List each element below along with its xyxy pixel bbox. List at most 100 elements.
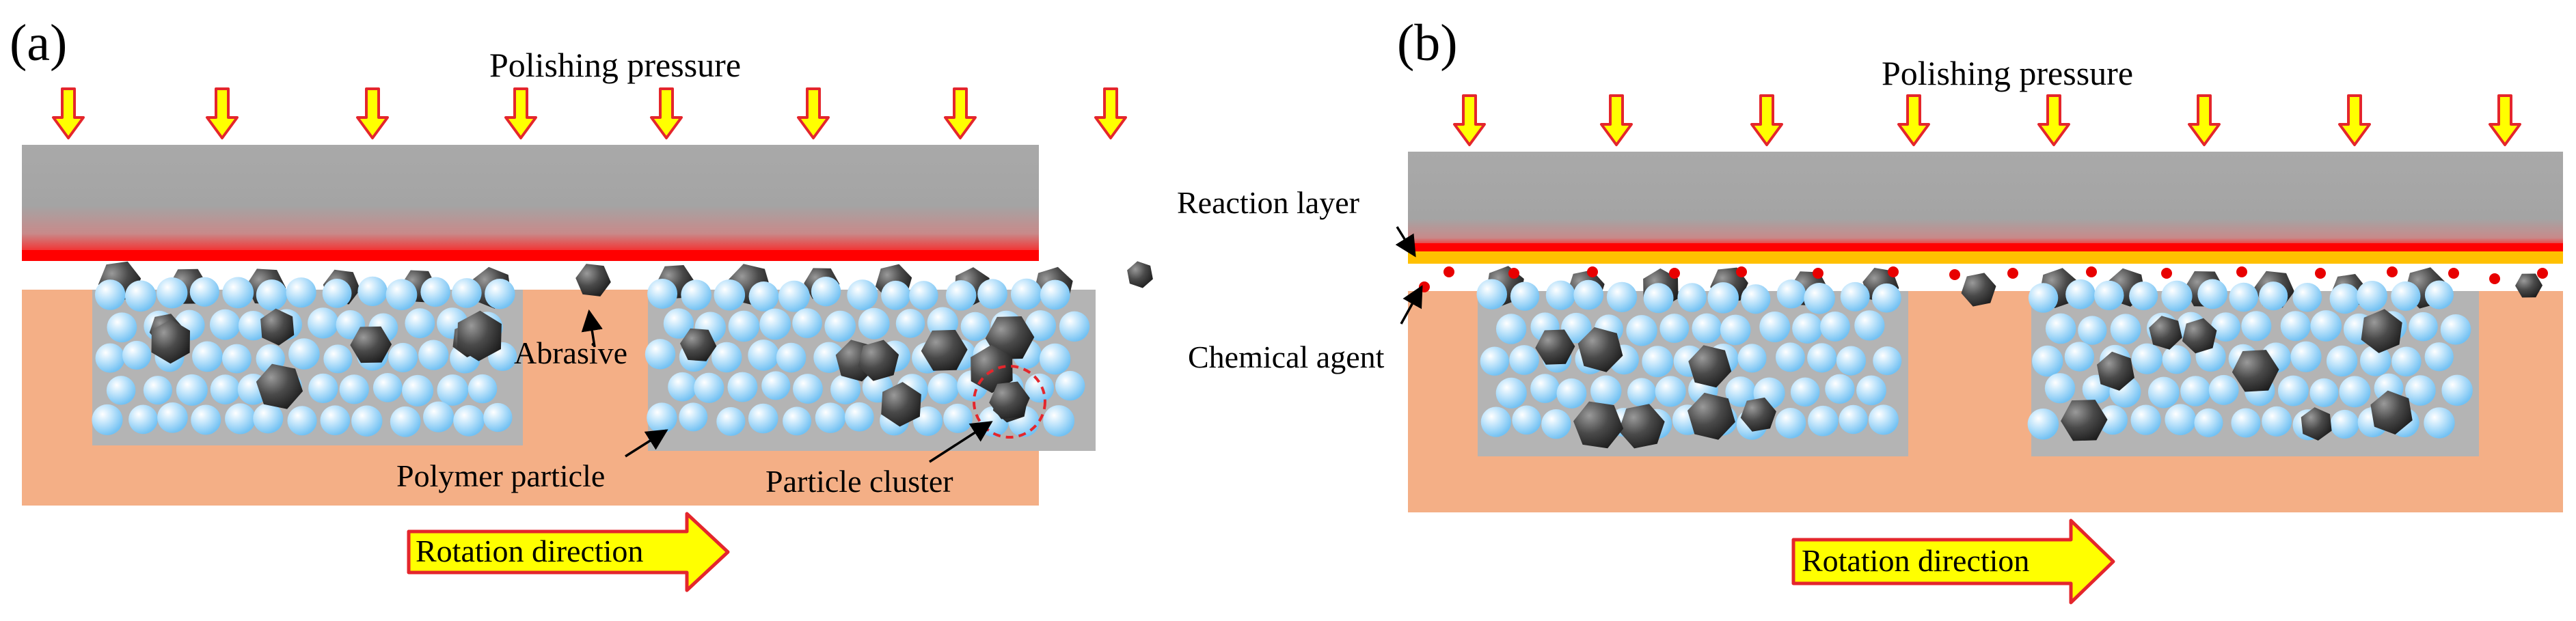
polymer-particle [645,339,676,370]
polymer-particle [727,372,758,402]
polymer-particle [2339,376,2371,408]
polymer-particle [2292,282,2322,312]
pressure-arrow-icon [1897,94,1930,146]
polymer-particle [927,373,959,404]
abrasive-particle [151,319,190,364]
abrasive-label: Abrasive [514,335,627,370]
chemical-agent-dot [2236,266,2247,277]
polymer-particle [191,404,221,435]
abrasive-particle [2097,351,2134,391]
abrasive-particle [350,326,392,363]
polymer-particle [728,310,760,342]
polymer-particle [209,309,241,340]
polymer-particle [945,280,977,311]
polymer-particle [1495,314,1527,344]
polymer-particle [192,341,223,372]
polymer-particle [1825,374,1855,404]
polymer-particle [1573,279,1604,310]
polymer-particle [256,279,288,311]
abrasive-particle [1740,397,1776,432]
polymer-particle [1059,311,1090,342]
polymer-particle [2391,346,2422,376]
panel-a-rotation-arrow [407,512,730,592]
polymer-particle [2161,280,2193,312]
polymer-particle [351,405,383,437]
panel-a-rotation-label: Rotation direction [416,534,643,568]
polymer-particle [405,308,435,339]
abrasive-particle [989,381,1030,419]
polymer-particle [881,280,910,310]
polymer-particle [2094,280,2124,311]
polymer-particle [1790,377,1820,407]
chemical-label: Chemical agent [1188,340,1385,374]
polymer-particle [1775,342,1805,372]
polymer-particle [221,344,252,374]
cluster-leader [929,421,993,463]
chemical-agent-dot [1949,269,1960,280]
polymer-particle [322,278,352,308]
polymer-particle [320,405,351,436]
polymer-particle [467,374,498,404]
polymer-particle [2330,409,2359,439]
polymer-particle [1807,343,1837,373]
polymer-particle [286,277,316,308]
abrasive-particle [1687,392,1735,440]
polymer-particle [1808,405,1839,437]
polymer-particle [1055,370,1085,401]
polymer-particle [225,403,256,434]
abrasive-particle [2361,309,2402,353]
polymer-particle [2229,282,2258,312]
panel-b-wafer [1408,152,2563,247]
polymer-particle [107,312,137,343]
pressure-arrow-icon [1453,94,1486,146]
panel-b-letter: (b) [1397,14,1458,72]
polymer-particle [1043,405,1075,437]
chemical-agent-dot [2007,268,2018,279]
polymer-particle [748,403,778,434]
polymer-particle [2241,311,2272,342]
polymer-particle [1871,283,1901,313]
polymer-particle [308,307,339,339]
polymer-particle [2165,404,2197,435]
polymer-particle [1737,344,1767,373]
polymer-particle [2360,345,2391,376]
polymer-particle [681,279,712,311]
polymer-particle [95,343,125,373]
polymer-particle [1775,407,1806,439]
polymer-particle [2194,408,2223,437]
polymer-particle [339,374,369,404]
polymer-particle [2441,374,2473,406]
polymer-particle [357,276,388,307]
polymer-particle [943,403,973,433]
pressure-arrow-icon [2338,94,2371,146]
polymer-particle [824,310,856,342]
reaction-label: Reaction layer [1177,185,1359,220]
chemical-agent-dot [2315,268,2326,279]
chemical-agent-dot [2537,268,2548,279]
polymer-particle [1720,314,1751,346]
polymer-particle [1643,283,1674,314]
polymer-particle [1590,375,1622,406]
polymer-particle [483,402,513,432]
polymer-particle [1776,279,1806,309]
polymer-particle [390,406,421,437]
polymer-particle [647,278,678,309]
polymer-particle [106,376,136,405]
abrasive-particle [2301,407,2332,441]
polymer-particle [323,344,353,374]
polymer-particle [1707,282,1739,314]
polymer-particle [748,281,779,312]
polymer-particle [308,373,338,404]
abrasive-particle [1127,261,1153,288]
polymer-particle [94,279,126,310]
polymer-particle [1820,312,1850,342]
chemical-leader [1400,285,1423,325]
pressure-arrow-icon [650,87,683,139]
polymer-particle [792,308,822,338]
polymer-particle [2064,342,2095,372]
polymer-particle [418,340,449,370]
polymer-particle [912,406,943,437]
cluster-label: Particle cluster [765,464,953,499]
polymer-particle [2310,310,2342,342]
panel-a-wafer [22,145,1039,256]
